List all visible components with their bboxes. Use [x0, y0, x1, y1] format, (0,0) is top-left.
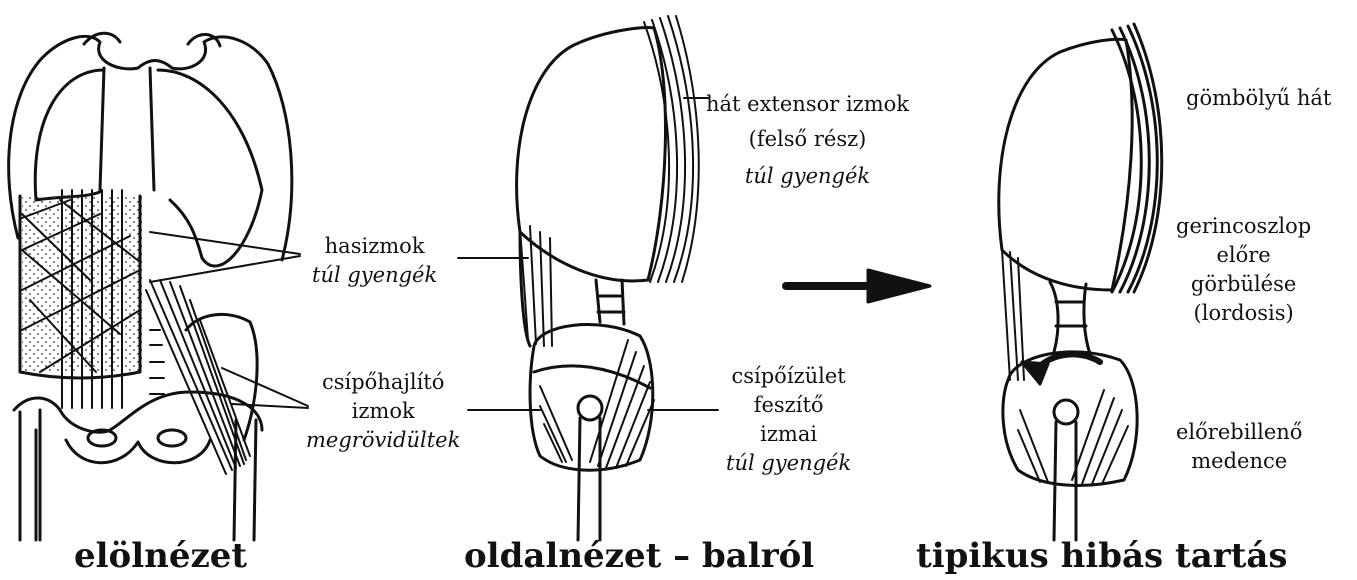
faulty-posture-figure — [999, 24, 1162, 540]
side-hip-joint — [578, 396, 602, 420]
back-extensors-label: hát extensor izmok (felső rész) túl gyen… — [706, 90, 909, 191]
hip-extensors-name-3: izmai — [726, 420, 851, 449]
hip-extensors-status: túl gyengék — [726, 449, 851, 478]
front-obturator-right — [158, 430, 186, 446]
caption-front-view: elölnézet — [74, 536, 247, 576]
side-view-figure — [458, 16, 718, 540]
front-pelvis-lower — [40, 410, 210, 540]
side-femur — [578, 418, 600, 540]
side-glute-fibers — [540, 340, 654, 468]
back-extensors-name: hát extensor izmok — [706, 90, 909, 119]
lordosis-label: gerincoszlop előre görbülése (lordosis) — [1176, 212, 1311, 328]
pelvis-line-2: medence — [1176, 447, 1302, 476]
side-lumbar — [596, 280, 624, 324]
front-view-figure — [9, 33, 308, 540]
faulty-femur — [1054, 422, 1076, 540]
side-pelvis-line — [534, 366, 650, 388]
front-femur-left — [20, 412, 36, 540]
arrow-head — [868, 270, 930, 302]
front-rib-left — [35, 70, 104, 200]
transition-arrow — [786, 270, 930, 302]
front-abdominal-pointer — [150, 232, 300, 282]
caption-side-view: oldalnézet – balról — [464, 536, 814, 576]
hip-flexors-status: megrövidültek — [306, 426, 460, 455]
round-back-label: gömbölyű hát — [1186, 84, 1331, 113]
front-rectus-lines — [62, 190, 122, 408]
abdominal-muscles-status: túl gyengék — [312, 261, 437, 290]
back-extensors-part: (felső rész) — [706, 125, 909, 154]
back-extensors-status: túl gyengék — [706, 162, 909, 191]
faulty-ribcage — [999, 39, 1132, 290]
front-neck-base — [84, 33, 220, 46]
pelvis-line-1: előrebillenő — [1176, 418, 1302, 447]
hip-extensors-name: csípőízület — [726, 362, 851, 391]
front-rib-right — [158, 70, 262, 266]
hip-extensors-name-2: feszítő — [726, 391, 851, 420]
hip-extensors-label: csípőízület feszítő izmai túl gyengék — [726, 362, 851, 478]
lordosis-line-4: (lordosis) — [1176, 299, 1311, 328]
faulty-abdomen — [1002, 250, 1024, 380]
abdominal-muscles-label: hasizmok túl gyengék — [312, 232, 437, 290]
lordosis-line-2: előre — [1176, 241, 1311, 270]
faulty-hip-joint — [1054, 400, 1078, 424]
hip-flexors-name-2: izmok — [306, 397, 460, 426]
faulty-tilt-arrowhead — [1022, 362, 1048, 384]
front-hipflexor-pointer — [222, 368, 308, 408]
lordosis-line-1: gerincoszlop — [1176, 212, 1311, 241]
pelvis-label: előrebillenő medence — [1176, 418, 1302, 476]
front-vertebra-dots — [150, 330, 164, 394]
faulty-lumbar — [1050, 282, 1090, 354]
hip-flexors-name: csípőhajlító — [306, 368, 460, 397]
side-ribcage — [517, 28, 666, 281]
abdominal-muscles-name: hasizmok — [312, 232, 437, 261]
side-back-extensor — [644, 16, 699, 282]
hip-flexors-label: csípőhajlító izmok megrövidültek — [306, 368, 460, 455]
caption-faulty-posture: tipikus hibás tartás — [916, 536, 1288, 576]
front-sternum — [100, 68, 154, 190]
lordosis-line-3: görbülése — [1176, 270, 1311, 299]
